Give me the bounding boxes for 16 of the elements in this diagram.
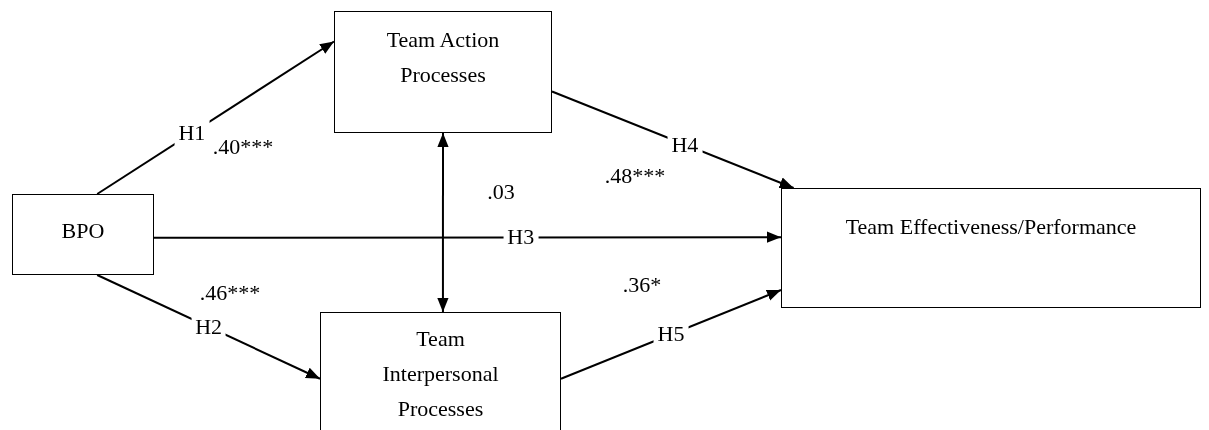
edge-label: H1 xyxy=(174,119,210,147)
arrow xyxy=(437,132,449,313)
path-coefficient: .36* xyxy=(622,271,662,299)
path-coefficient: .46*** xyxy=(199,279,261,307)
variable-box xyxy=(320,312,561,430)
variable-name: Team Interpersonal Processes xyxy=(381,325,500,424)
path-coefficient: .48*** xyxy=(604,162,666,190)
path-coefficient: .40*** xyxy=(212,133,274,161)
variable-name: Team Effectiveness/Performance xyxy=(845,213,1137,241)
variable-name: Team Action Processes xyxy=(385,26,501,90)
variable-box xyxy=(12,194,154,275)
path-coefficient: .03 xyxy=(487,178,515,206)
arrow xyxy=(153,231,782,243)
variable-name: BPO xyxy=(61,217,105,245)
variable-box xyxy=(781,188,1201,308)
variable-box xyxy=(334,11,552,133)
